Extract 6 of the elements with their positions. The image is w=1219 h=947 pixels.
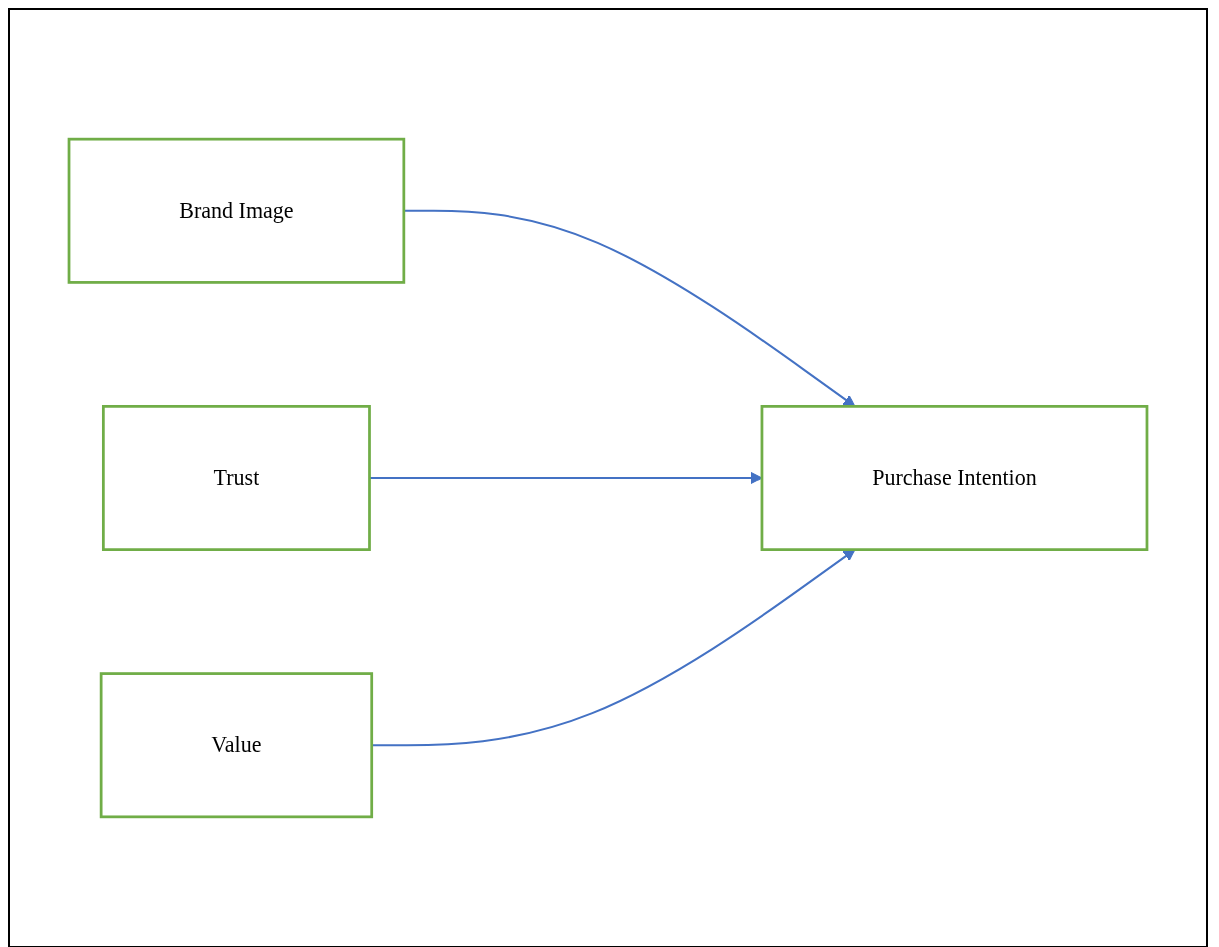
concept-box: Trust	[102, 405, 371, 551]
concept-box: Purchase Intention	[760, 405, 1149, 551]
arrow	[403, 209, 856, 407]
arrow	[371, 549, 856, 747]
concept-box: Value	[99, 672, 374, 819]
concept-box: Brand Image	[67, 137, 406, 284]
